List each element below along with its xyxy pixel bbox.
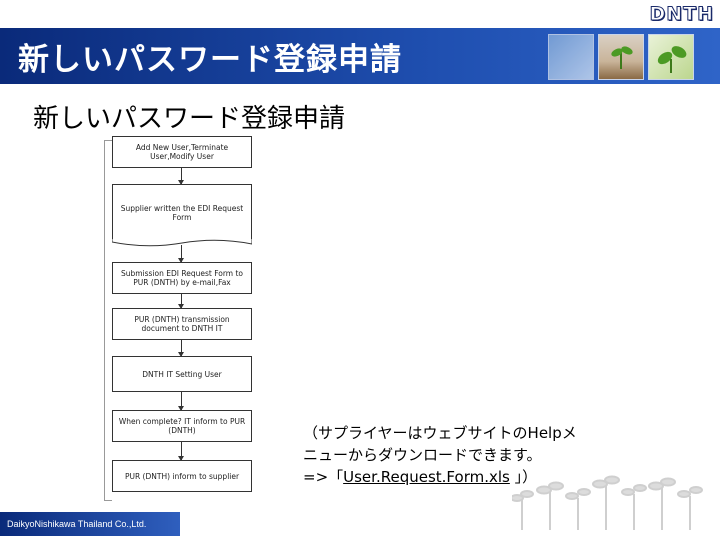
flow-step-7: PUR (DNTH) inform to supplier	[112, 460, 252, 492]
flow-arrow	[178, 340, 184, 357]
sprout-decoration	[512, 475, 703, 530]
header-title: 新しいパスワード登録申請	[18, 42, 402, 78]
footer-company: DaikyoNishikawa Thailand Co.,Ltd.	[0, 512, 180, 536]
flow-arrow	[178, 442, 184, 461]
flow-arrow	[178, 294, 184, 309]
header-image-leaves	[648, 34, 694, 80]
top-strip	[0, 0, 720, 28]
flow-arrow	[178, 245, 184, 263]
flow-doc-wave	[112, 239, 252, 247]
note-line-3: =>「User.Request.Form.xls 」）	[303, 466, 577, 488]
company-logo: DNTH	[649, 3, 714, 26]
flow-step-5: DNTH IT Setting User	[112, 356, 252, 392]
flow-step-6: When complete? IT inform to PUR (DNTH)	[112, 410, 252, 442]
note-prefix: =>「	[303, 468, 344, 486]
header-bar: 新しいパスワード登録申請	[0, 28, 720, 84]
form-download-link[interactable]: User.Request.Form.xls	[343, 468, 510, 486]
note-suffix: 」）	[509, 468, 538, 486]
header-image-blue	[548, 34, 594, 80]
flowchart: Add New User,Terminate User,Modify User …	[104, 130, 274, 520]
note-line-2: ニューからダウンロードできます。	[303, 446, 542, 464]
header-image-sprout-soil	[598, 34, 644, 80]
slide-title: 新しいパスワード登録申請	[33, 104, 346, 134]
note-line-1: （サプライヤーはウェブサイトのHelpメ	[303, 424, 577, 442]
flow-arrow	[178, 168, 184, 185]
flow-step-1: Add New User,Terminate User,Modify User	[112, 136, 252, 168]
flow-step-4: PUR (DNTH) transmission document to DNTH…	[112, 308, 252, 340]
flow-step-3: Submission EDI Request Form to PUR (DNTH…	[112, 262, 252, 294]
flow-arrow	[178, 392, 184, 411]
flow-step-2: Supplier written the EDI Request Form	[112, 184, 252, 240]
flowchart-side-line	[104, 140, 105, 500]
download-note: （サプライヤーはウェブサイトのHelpメ ニューからダウンロードできます。 =>…	[303, 422, 577, 488]
